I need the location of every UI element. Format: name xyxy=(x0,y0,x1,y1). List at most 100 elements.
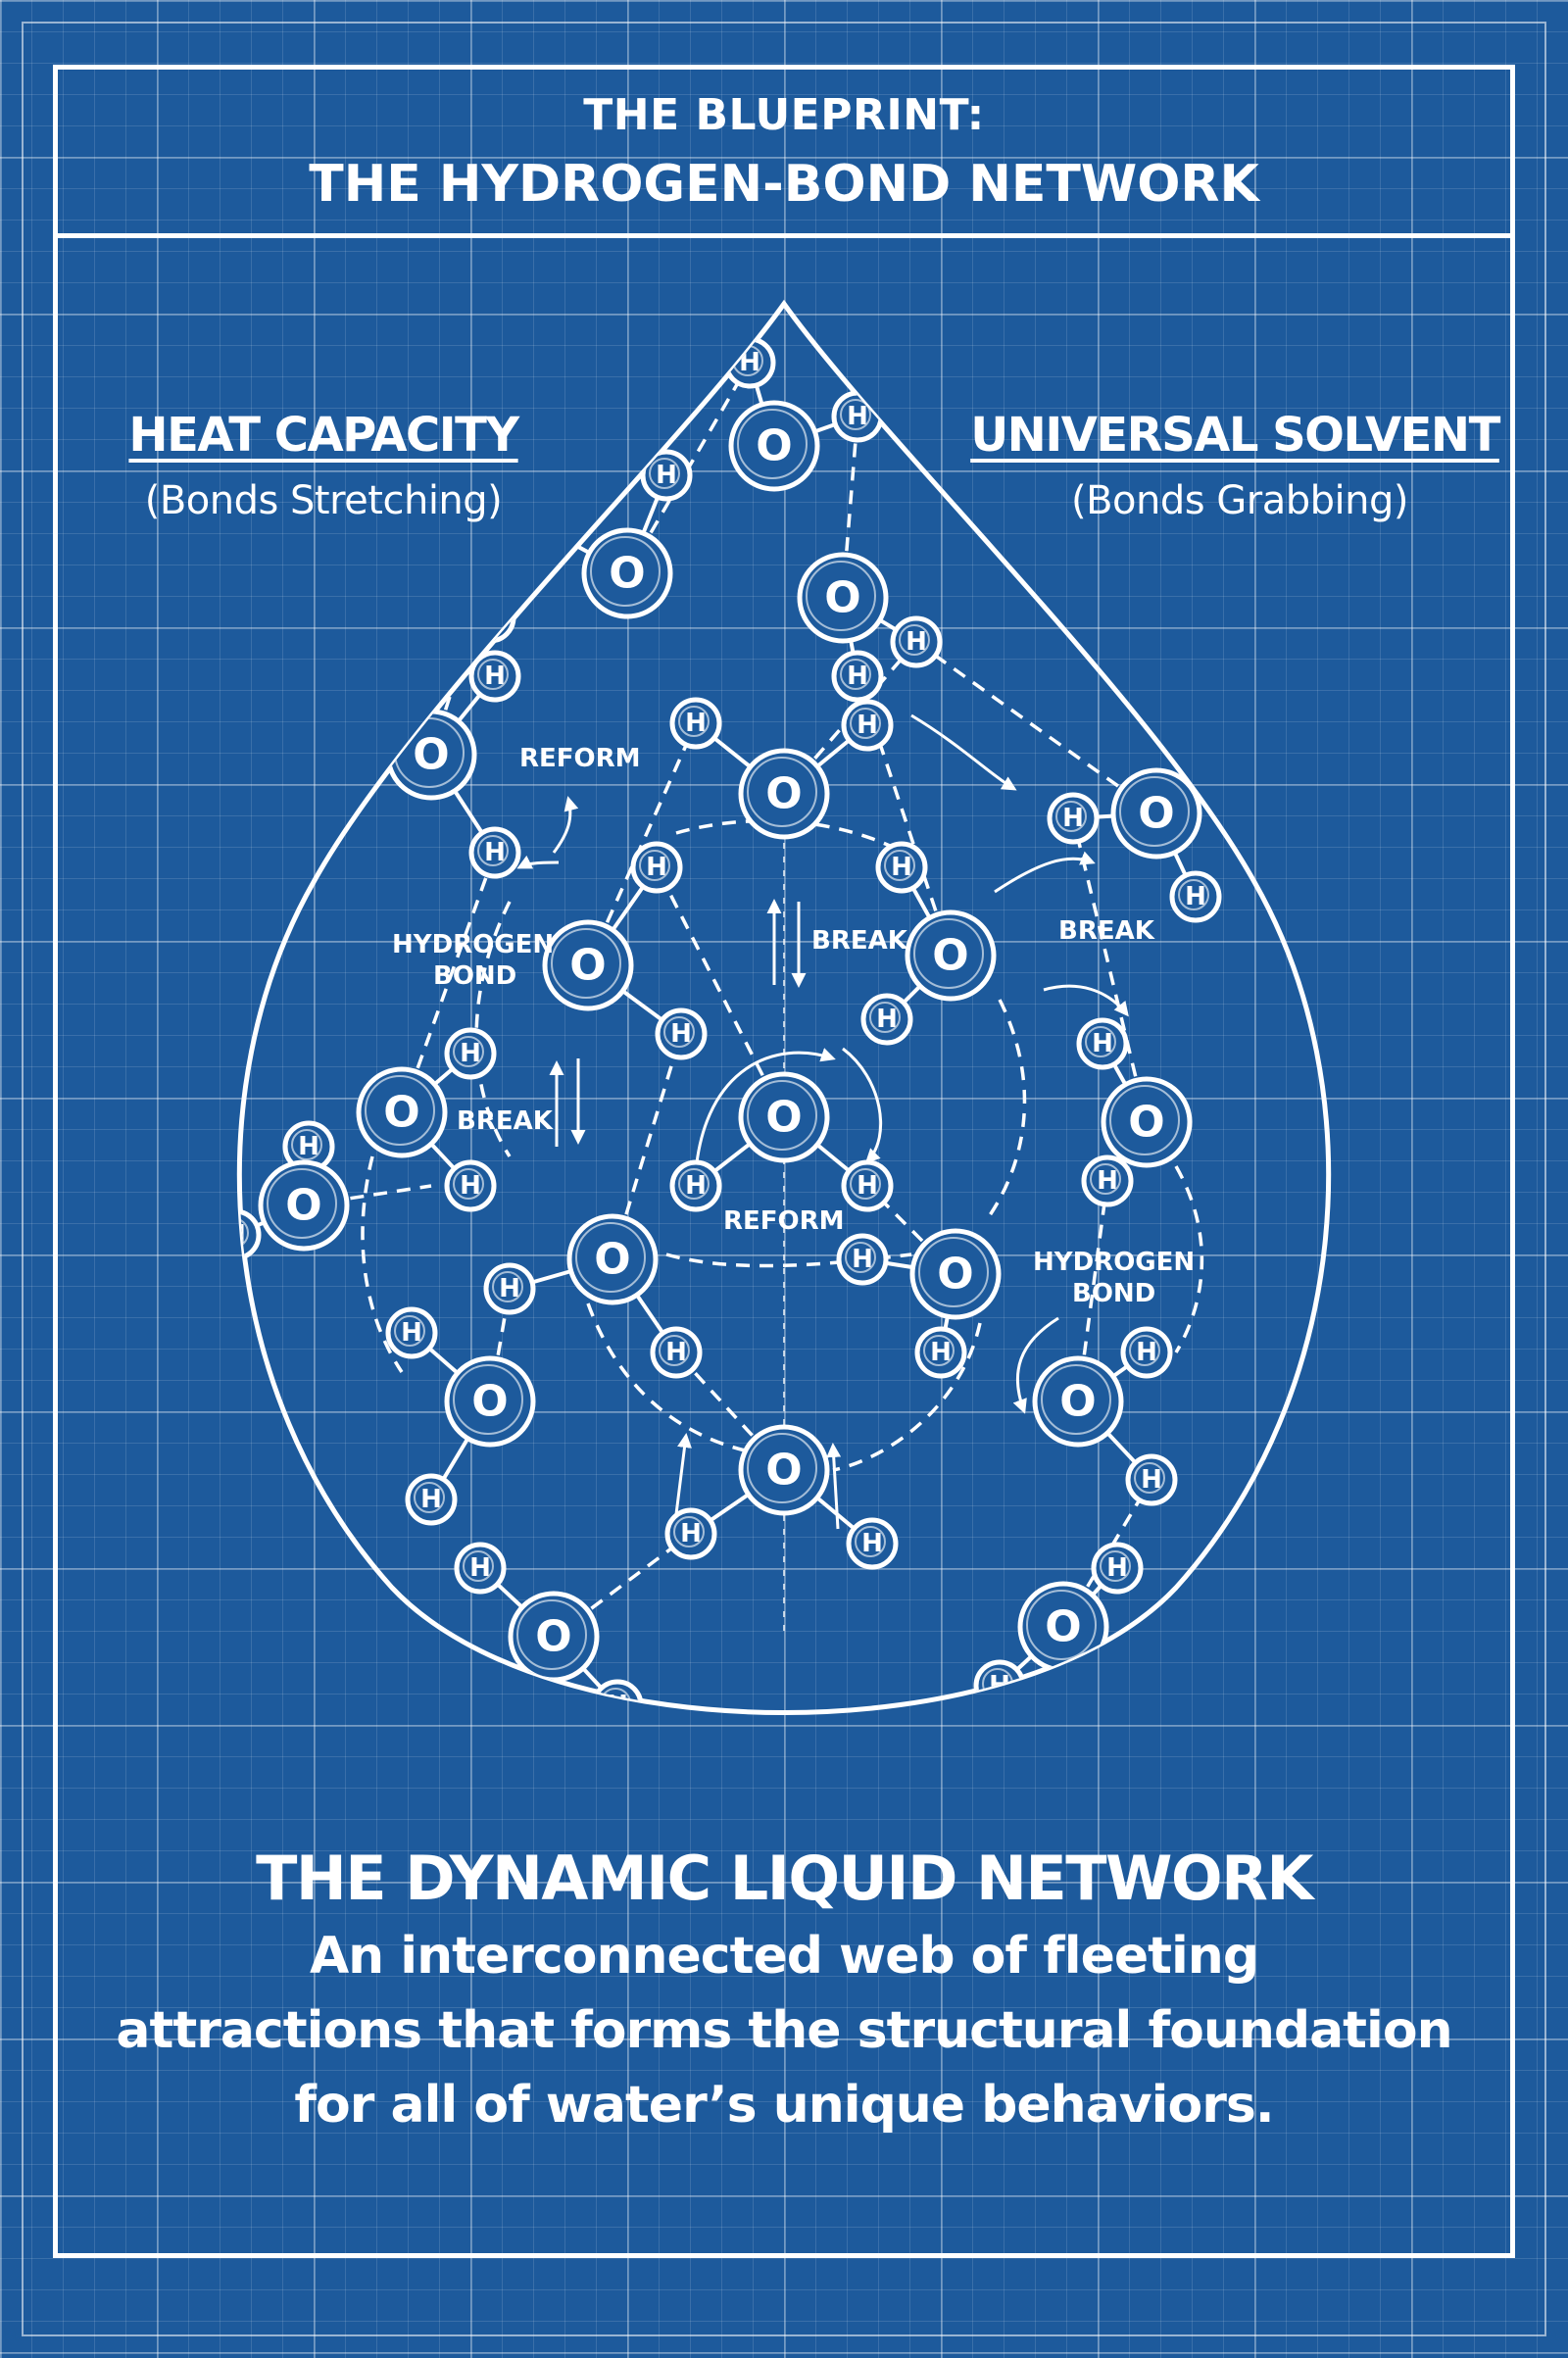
heat-capacity-subtitle: (Bonds Stretching) xyxy=(144,478,503,523)
oxygen-atom: O xyxy=(581,527,673,619)
hydrogen-atom: H xyxy=(1125,1453,1178,1506)
svg-text:H: H xyxy=(739,348,760,377)
header-line1: THE BLUEPRINT: xyxy=(583,90,985,140)
svg-text:H: H xyxy=(891,853,912,882)
blueprint-frame xyxy=(53,65,1515,2258)
hydrogen-atom: H xyxy=(1091,1542,1144,1595)
hydrogen-atom: H xyxy=(630,841,683,894)
oxygen-atom: O xyxy=(356,1066,448,1158)
svg-text:O: O xyxy=(1045,1602,1081,1652)
oxygen-atom: O xyxy=(797,552,889,644)
svg-text:O: O xyxy=(569,941,606,991)
hydrogen-atom: H xyxy=(875,841,928,894)
svg-text:H: H xyxy=(852,1245,873,1274)
svg-text:H: H xyxy=(670,1019,692,1049)
hydrogen-atom: H xyxy=(468,650,521,703)
svg-text:H: H xyxy=(930,1338,952,1367)
hydrogen-atom: H xyxy=(836,1233,889,1286)
hydrogen-atom: H xyxy=(669,697,722,750)
hydrogen-atom: H xyxy=(473,488,526,541)
oxygen-atom: O xyxy=(728,400,820,492)
oxygen-atom: O xyxy=(385,503,477,595)
hydrogen-atom: H xyxy=(640,449,693,502)
svg-text:H: H xyxy=(298,1132,319,1161)
svg-text:H: H xyxy=(857,711,878,740)
oxygen-atom: O xyxy=(1032,1355,1124,1448)
footer-title: THE DYNAMIC LIQUID NETWORK xyxy=(256,1842,1313,1914)
label-reform-bottom: REFORM xyxy=(723,1206,845,1236)
svg-text:O: O xyxy=(765,769,802,819)
svg-text:H: H xyxy=(1106,1553,1128,1583)
footer-text-line1: An interconnected web of fleeting xyxy=(309,1927,1259,1986)
hydrogen-atom: H xyxy=(1047,792,1100,845)
svg-text:O: O xyxy=(937,1250,973,1300)
label-hydrogen-bond-right-1: HYDROGEN xyxy=(1033,1248,1195,1277)
svg-text:H: H xyxy=(1092,1029,1113,1058)
svg-text:O: O xyxy=(824,573,860,623)
hydrogen-atom: H xyxy=(831,650,884,703)
svg-text:H: H xyxy=(499,1274,520,1303)
hydrogen-atom: H xyxy=(669,1159,722,1212)
svg-text:H: H xyxy=(906,627,927,657)
svg-text:H: H xyxy=(479,603,501,632)
svg-text:O: O xyxy=(1128,1098,1164,1148)
svg-text:H: H xyxy=(484,662,506,691)
svg-text:O: O xyxy=(471,1377,508,1427)
hydrogen-atom: H xyxy=(444,1027,497,1080)
oxygen-atom: O xyxy=(738,748,830,840)
svg-text:O: O xyxy=(756,421,792,471)
svg-text:H: H xyxy=(499,495,520,524)
svg-text:O: O xyxy=(765,1446,802,1496)
svg-text:H: H xyxy=(685,709,707,738)
svg-text:H: H xyxy=(680,1519,702,1548)
water-drop-outline xyxy=(236,299,1332,1715)
hydrogen-atom: H xyxy=(1081,1154,1134,1207)
svg-text:O: O xyxy=(285,1181,321,1231)
svg-text:H: H xyxy=(469,1553,491,1583)
oxygen-atom: O xyxy=(738,1071,830,1163)
diagram-labels: REFORM BREAK BREAK HYDROGEN BOND BREAK R… xyxy=(392,744,1195,1308)
hydrogen-atom: H xyxy=(841,1159,894,1212)
label-break-right: BREAK xyxy=(1058,916,1155,946)
hydrogen-atom: H xyxy=(831,390,884,443)
svg-text:H: H xyxy=(665,1338,687,1367)
hydrogen-atom: H xyxy=(1169,870,1222,923)
oxygen-atom: O xyxy=(258,1159,350,1252)
svg-text:H: H xyxy=(420,1485,442,1514)
svg-text:O: O xyxy=(413,524,449,574)
hydrogen-atom: H xyxy=(860,993,913,1046)
oxygen-atom: O xyxy=(542,919,634,1011)
label-reform-top: REFORM xyxy=(519,744,641,773)
label-hydrogen-bond-left-2: BOND xyxy=(433,961,516,991)
hydrogen-atom: H xyxy=(464,591,516,644)
label-break-left: BREAK xyxy=(457,1106,554,1136)
hydrogen-atom: H xyxy=(1120,1326,1173,1379)
covalent-bonds xyxy=(239,362,1198,1707)
footer-text-line3: for all of water’s unique behaviors. xyxy=(294,2076,1274,2135)
hydrogen-atom: H xyxy=(483,1262,536,1315)
svg-text:O: O xyxy=(765,1093,802,1143)
svg-text:H: H xyxy=(861,1529,883,1558)
hydrogen-atom: H xyxy=(650,1326,703,1379)
svg-text:O: O xyxy=(383,1088,419,1138)
svg-text:H: H xyxy=(460,1171,481,1201)
header-title: THE HYDROGEN-BOND NETWORK xyxy=(309,155,1259,214)
svg-text:H: H xyxy=(401,1318,422,1348)
hydrogen-atom: H xyxy=(405,1473,458,1526)
svg-text:H: H xyxy=(847,402,868,431)
svg-text:H: H xyxy=(876,1005,898,1034)
title-divider xyxy=(53,233,1515,238)
oxygen-atom: O xyxy=(385,709,477,801)
svg-text:H: H xyxy=(1185,882,1206,911)
heat-capacity-title: HEAT CAPACITY xyxy=(128,408,519,463)
svg-text:H: H xyxy=(656,461,677,490)
label-break-center: BREAK xyxy=(811,926,908,956)
svg-text:O: O xyxy=(535,1612,571,1662)
hydrogen-atom: H xyxy=(224,1208,262,1261)
svg-text:H: H xyxy=(1136,1338,1157,1367)
svg-text:H: H xyxy=(224,1220,246,1250)
svg-text:O: O xyxy=(1138,789,1174,839)
universal-solvent-title: UNIVERSAL SOLVENT xyxy=(970,408,1500,463)
